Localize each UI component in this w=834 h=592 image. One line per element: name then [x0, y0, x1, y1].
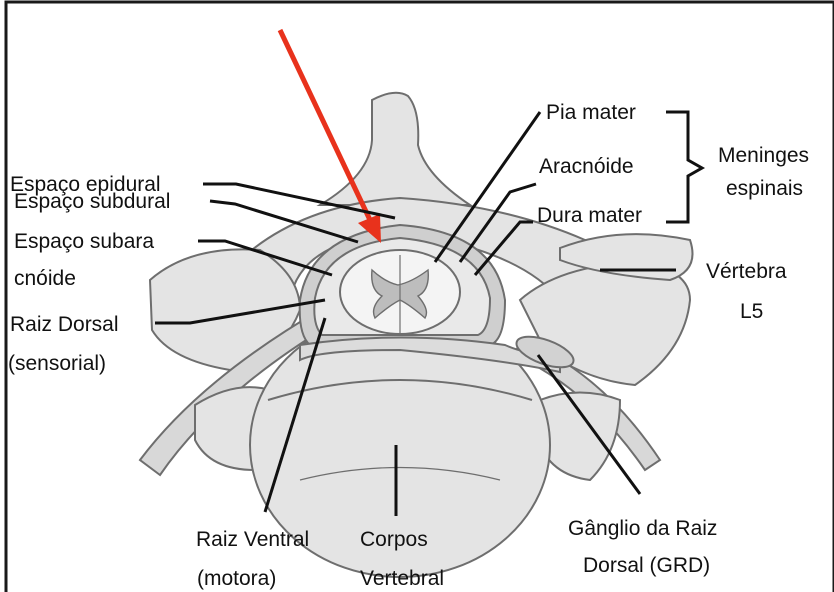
label-vertebra-line2: L5 [740, 300, 763, 323]
label-ganglio-line2: Dorsal (GRD) [583, 554, 710, 577]
label-corpos-line1: Corpos [360, 528, 428, 551]
label-raiz-ventral-line2: (motora) [197, 567, 276, 590]
label-ganglio-line1: Gânglio da Raiz [568, 517, 717, 540]
label-vertebra-line1: Vértebra [706, 260, 787, 283]
label-raiz-dorsal-line2: (sensorial) [8, 352, 106, 375]
label-corpos-line2: Vertebral [360, 567, 444, 590]
label-espaco-subdural: Espaço subdural [14, 190, 170, 213]
label-espaco-subaracnoide-line2: cnóide [14, 267, 76, 290]
label-raiz-ventral-line1: Raiz Ventral [196, 528, 309, 551]
label-raiz-dorsal-line1: Raiz Dorsal [10, 313, 119, 336]
label-meninges-line1: Meninges [718, 144, 809, 167]
label-dura-mater: Dura mater [537, 204, 642, 227]
label-aracnoide: Aracnóide [539, 155, 634, 178]
label-espaco-subaracnoide-line1: Espaço subara [14, 230, 154, 253]
label-meninges-line2: espinais [726, 177, 803, 200]
label-pia-mater: Pia mater [546, 101, 636, 124]
